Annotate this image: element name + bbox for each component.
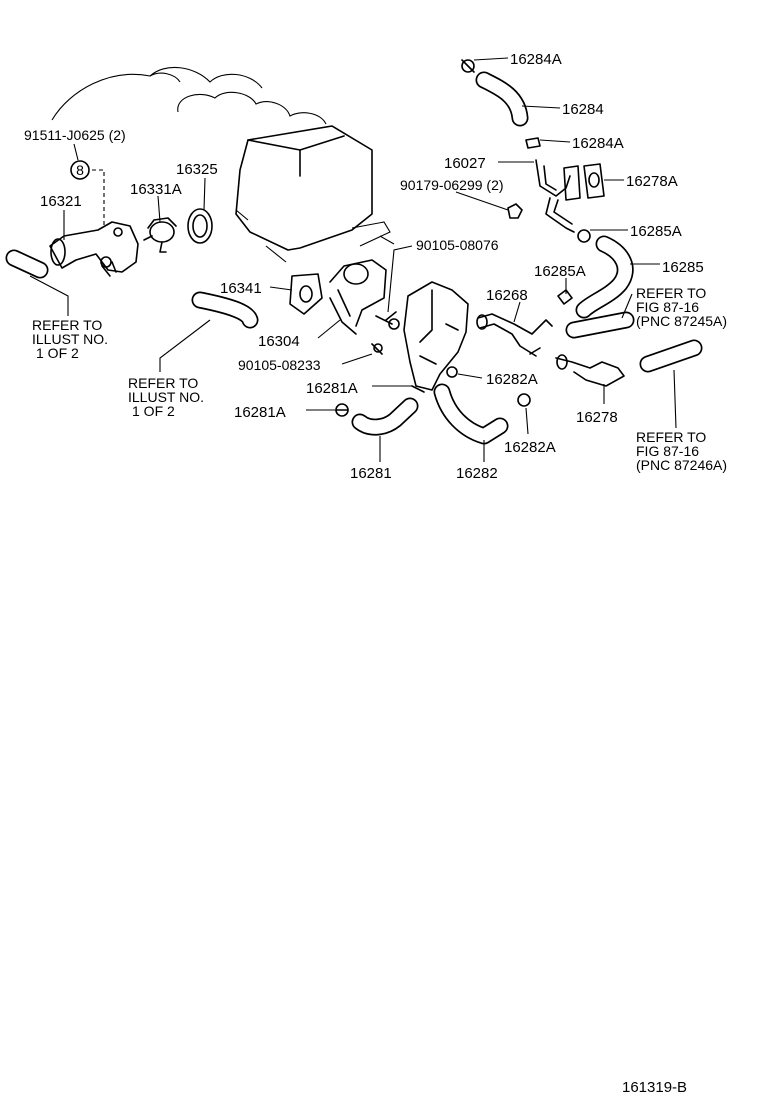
callout-16285A-right: 16285A (630, 223, 682, 240)
callout-16281: 16281 (350, 465, 392, 482)
callout-16321: 16321 (40, 193, 82, 210)
callout-16268: 16268 (486, 287, 528, 304)
callout-16331A: 16331A (130, 181, 182, 198)
center-group (191, 259, 531, 445)
callout-90105-08076: 90105-08076 (416, 237, 499, 253)
bolt-symbol: 8 (76, 162, 84, 178)
refer-illust-2-line1: REFER TO (128, 375, 198, 391)
refer-illust-1-line1: REFER TO (32, 317, 102, 333)
refer-fig-a-line2: FIG 87-16 (636, 299, 699, 315)
refer-illust-2-line3: 1 OF 2 (132, 403, 175, 419)
refer-illust-2-line2: ILLUST NO. (128, 389, 204, 405)
callout-16285A-mid: 16285A (534, 263, 586, 280)
refer-fig-b-line2: FIG 87-16 (636, 443, 699, 459)
reference-notes: REFER TO ILLUST NO. 1 OF 2 REFER TO ILLU… (32, 285, 727, 473)
callout-16284: 16284 (562, 101, 604, 118)
right-group (461, 59, 703, 387)
callout-16278A: 16278A (626, 173, 678, 190)
callout-16281A-upper: 16281A (306, 380, 358, 397)
callout-16282A-lower: 16282A (504, 439, 556, 456)
leader-lines (29, 57, 677, 462)
refer-fig-a-line3: (PNC 87245A) (636, 313, 727, 329)
callout-16285: 16285 (662, 259, 704, 276)
refer-illust-1-line3: 1 OF 2 (36, 345, 79, 361)
callout-16281A-lower: 16281A (234, 404, 286, 421)
figure-code: 161319-B (622, 1079, 687, 1096)
callout-16341: 16341 (220, 280, 262, 297)
callout-16282: 16282 (456, 465, 498, 482)
callout-91511-J0625: 91511-J0625 (2) (24, 127, 126, 143)
callout-90105-08233: 90105-08233 (238, 357, 321, 373)
callout-16284A-mid: 16284A (572, 135, 624, 152)
callout-16282A-upper: 16282A (486, 371, 538, 388)
refer-fig-a-line1: REFER TO (636, 285, 706, 301)
callout-90179-06299: 90179-06299 (2) (400, 177, 504, 193)
callout-16325: 16325 (176, 161, 218, 178)
callout-16304: 16304 (258, 333, 300, 350)
callout-16278: 16278 (576, 409, 618, 426)
engine-block (51, 66, 395, 263)
refer-fig-b-line3: (PNC 87246A) (636, 457, 727, 473)
refer-illust-1-line2: ILLUST NO. (32, 331, 108, 347)
callout-labels: 16284A 16284 16284A 16027 90179-06299 (2… (24, 51, 704, 482)
refer-fig-b-line1: REFER TO (636, 429, 706, 445)
callout-16284A-top: 16284A (510, 51, 562, 68)
callout-16027: 16027 (444, 155, 486, 172)
thermostat-group: 8 (5, 160, 213, 279)
